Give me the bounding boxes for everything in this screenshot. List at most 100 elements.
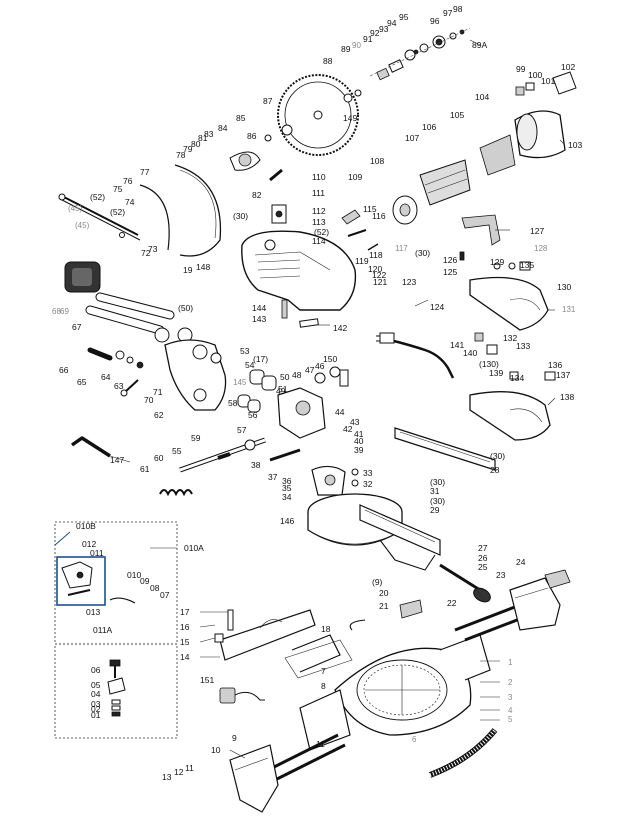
label-108: 108 — [370, 156, 384, 166]
label-70: 70 — [144, 395, 154, 405]
label-09: 09 — [140, 576, 150, 586]
label-88: 88 — [323, 56, 333, 66]
label-139: 139 — [489, 368, 503, 378]
label-24: 24 — [516, 557, 526, 567]
label-58: 58 — [228, 398, 238, 408]
label-95: 95 — [399, 12, 409, 22]
label-142: 142 — [333, 323, 347, 333]
label-17b: 17 — [180, 607, 190, 617]
label-8: 8 — [321, 681, 326, 691]
label-19: 19 — [183, 265, 193, 275]
label-96: 96 — [430, 16, 440, 26]
label-36: 36 — [282, 476, 292, 486]
label-13: 13 — [162, 772, 172, 782]
label-010B: 010B — [76, 521, 96, 531]
label-55: 55 — [172, 446, 182, 456]
label-146: 146 — [280, 516, 294, 526]
label-23: 23 — [496, 570, 506, 580]
label-77: 77 — [140, 167, 150, 177]
label-14: 14 — [180, 652, 190, 662]
label-89a: 89A — [472, 40, 487, 50]
label-42: 42 — [343, 424, 353, 434]
label-27: 27 — [478, 543, 488, 553]
label-51: 51 — [278, 384, 288, 394]
label-59: 59 — [191, 433, 201, 443]
label-144: 144 — [252, 303, 266, 313]
label-110: 110 — [312, 172, 326, 182]
label-80: 80 — [191, 139, 201, 149]
label-145: 145 — [233, 378, 247, 387]
inset-labels: 010B 012 011 010A 010 09 08 07 013 011A … — [76, 521, 204, 720]
label-30c: (30) — [490, 451, 505, 461]
label-68: 68 — [52, 307, 61, 316]
label-05: 05 — [91, 680, 101, 690]
label-15: 15 — [180, 637, 190, 647]
label-63: 63 — [114, 381, 124, 391]
label-99: 99 — [516, 64, 526, 74]
inset-panel-0 — [54, 643, 178, 739]
label-47: 47 — [305, 365, 315, 375]
label-45b: (45) — [75, 221, 90, 230]
label-93: 93 — [379, 24, 389, 34]
label-08: 08 — [150, 583, 160, 593]
label-92: 92 — [370, 28, 380, 38]
label-56: 56 — [248, 410, 258, 420]
label-4: 4 — [508, 706, 513, 715]
label-138: 138 — [560, 392, 574, 402]
label-46: 46 — [315, 361, 325, 371]
label-123: 123 — [402, 277, 416, 287]
label-125: 125 — [443, 267, 457, 277]
label-126: 126 — [443, 255, 457, 265]
label-03: 03 — [91, 699, 101, 709]
label-010: 010 — [127, 570, 141, 580]
label-1: 1 — [508, 658, 513, 667]
label-116: 116 — [372, 211, 386, 221]
label-012: 012 — [82, 539, 96, 549]
label-148: 148 — [196, 262, 210, 272]
label-98: 98 — [453, 4, 463, 14]
label-132: 132 — [503, 333, 517, 343]
label-06: 06 — [91, 665, 101, 675]
label-73: 73 — [148, 244, 158, 254]
label-114: 114 — [312, 236, 326, 246]
label-34: 34 — [282, 492, 292, 502]
label-103: 103 — [568, 140, 582, 150]
label-52a: (52) — [90, 192, 105, 202]
label-102: 102 — [561, 62, 575, 72]
label-61: 61 — [140, 464, 150, 474]
label-117: 117 — [395, 244, 408, 253]
label-78: 78 — [176, 150, 186, 160]
label-60: 60 — [154, 453, 164, 463]
label-87: 87 — [263, 96, 273, 106]
label-17: (17) — [253, 354, 268, 364]
label-94: 94 — [387, 18, 397, 28]
label-57: 57 — [237, 425, 247, 435]
label-101: 101 — [541, 76, 555, 86]
label-65: 65 — [77, 377, 87, 387]
label-011A: 011A — [93, 625, 113, 635]
label-30d: (30) — [430, 477, 445, 487]
label-010A: 010A — [184, 543, 204, 553]
label-43: 43 — [350, 417, 360, 427]
label-128: 128 — [534, 244, 548, 253]
label-25: 25 — [478, 562, 488, 572]
label-113: 113 — [312, 217, 326, 227]
label-16: 16 — [180, 622, 190, 632]
label-74: 74 — [125, 197, 135, 207]
label-127: 127 — [530, 226, 544, 236]
label-83: 83 — [204, 129, 214, 139]
label-44: 44 — [335, 407, 345, 417]
label-115: 115 — [363, 204, 377, 214]
saw-blade-icon — [277, 74, 359, 156]
label-137: 137 — [556, 370, 570, 380]
label-82: 82 — [252, 190, 262, 200]
label-9: (9) — [372, 577, 383, 587]
label-130b: (130) — [479, 359, 499, 369]
slide-rails — [64, 261, 193, 343]
label-013: 013 — [86, 607, 100, 617]
label-149: 149 — [343, 113, 357, 123]
label-11b: 11 — [316, 739, 325, 749]
label-7: 7 — [321, 666, 326, 676]
part-labels: 88 89 90 91 92 93 94 95 96 97 98 89A 99 … — [52, 4, 582, 782]
label-50b: 50 — [280, 372, 290, 382]
